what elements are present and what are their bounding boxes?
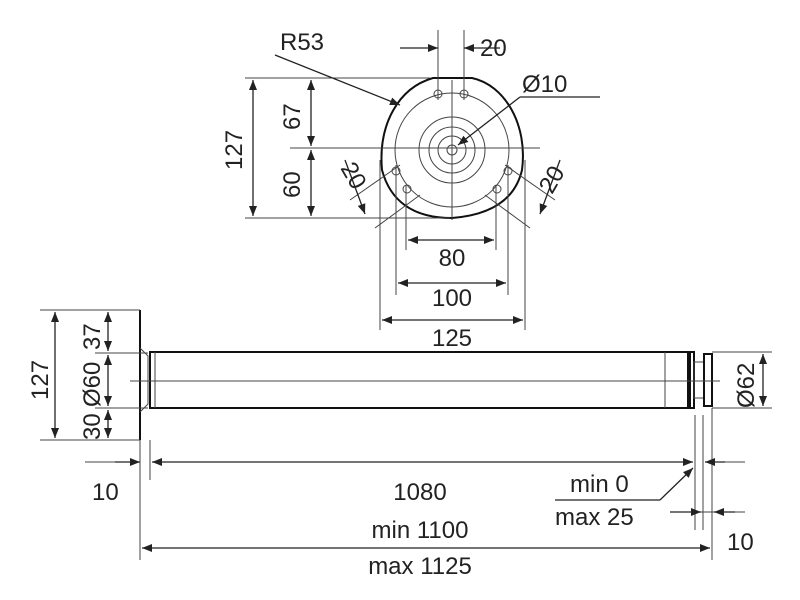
end-thickness-label: 10 [727, 529, 754, 556]
end-cap [703, 353, 713, 407]
center-lines [245, 30, 556, 330]
upper-offset-label: 37 [79, 323, 106, 350]
diag-right-label: 20 [534, 161, 571, 198]
width-125-label: 125 [432, 325, 472, 352]
height-total-label: 127 [221, 130, 248, 170]
radius-label: R53 [280, 29, 324, 56]
tube-length-label: 1080 [393, 479, 446, 506]
total-min-label: min 1100 [372, 517, 469, 544]
tube-diameter-label: Ø60 [79, 362, 106, 407]
flange-height-label: 127 [27, 360, 54, 400]
side-view: 127 37 Ø60 30 Ø62 10 1080 min 0 max 25 1… [27, 309, 772, 580]
top-view: R53 20 Ø10 127 67 60 20 20 80 100 125 [221, 29, 600, 352]
width-80-label: 80 [439, 245, 466, 272]
end-diameter-label: Ø62 [733, 363, 760, 408]
height-lower-label: 60 [279, 171, 306, 198]
tube [149, 351, 691, 409]
hole-spacing-label: 20 [480, 35, 507, 62]
height-upper-label: 67 [279, 103, 306, 130]
width-100-label: 100 [432, 285, 472, 312]
adjust-min-label: min 0 [570, 471, 629, 498]
adjust-max-label: max 25 [555, 504, 634, 531]
flange-thickness-label: 10 [92, 479, 119, 506]
center-hole-label: Ø10 [522, 71, 567, 98]
total-max-label: max 1125 [368, 553, 472, 580]
lower-offset-label: 30 [79, 413, 106, 440]
